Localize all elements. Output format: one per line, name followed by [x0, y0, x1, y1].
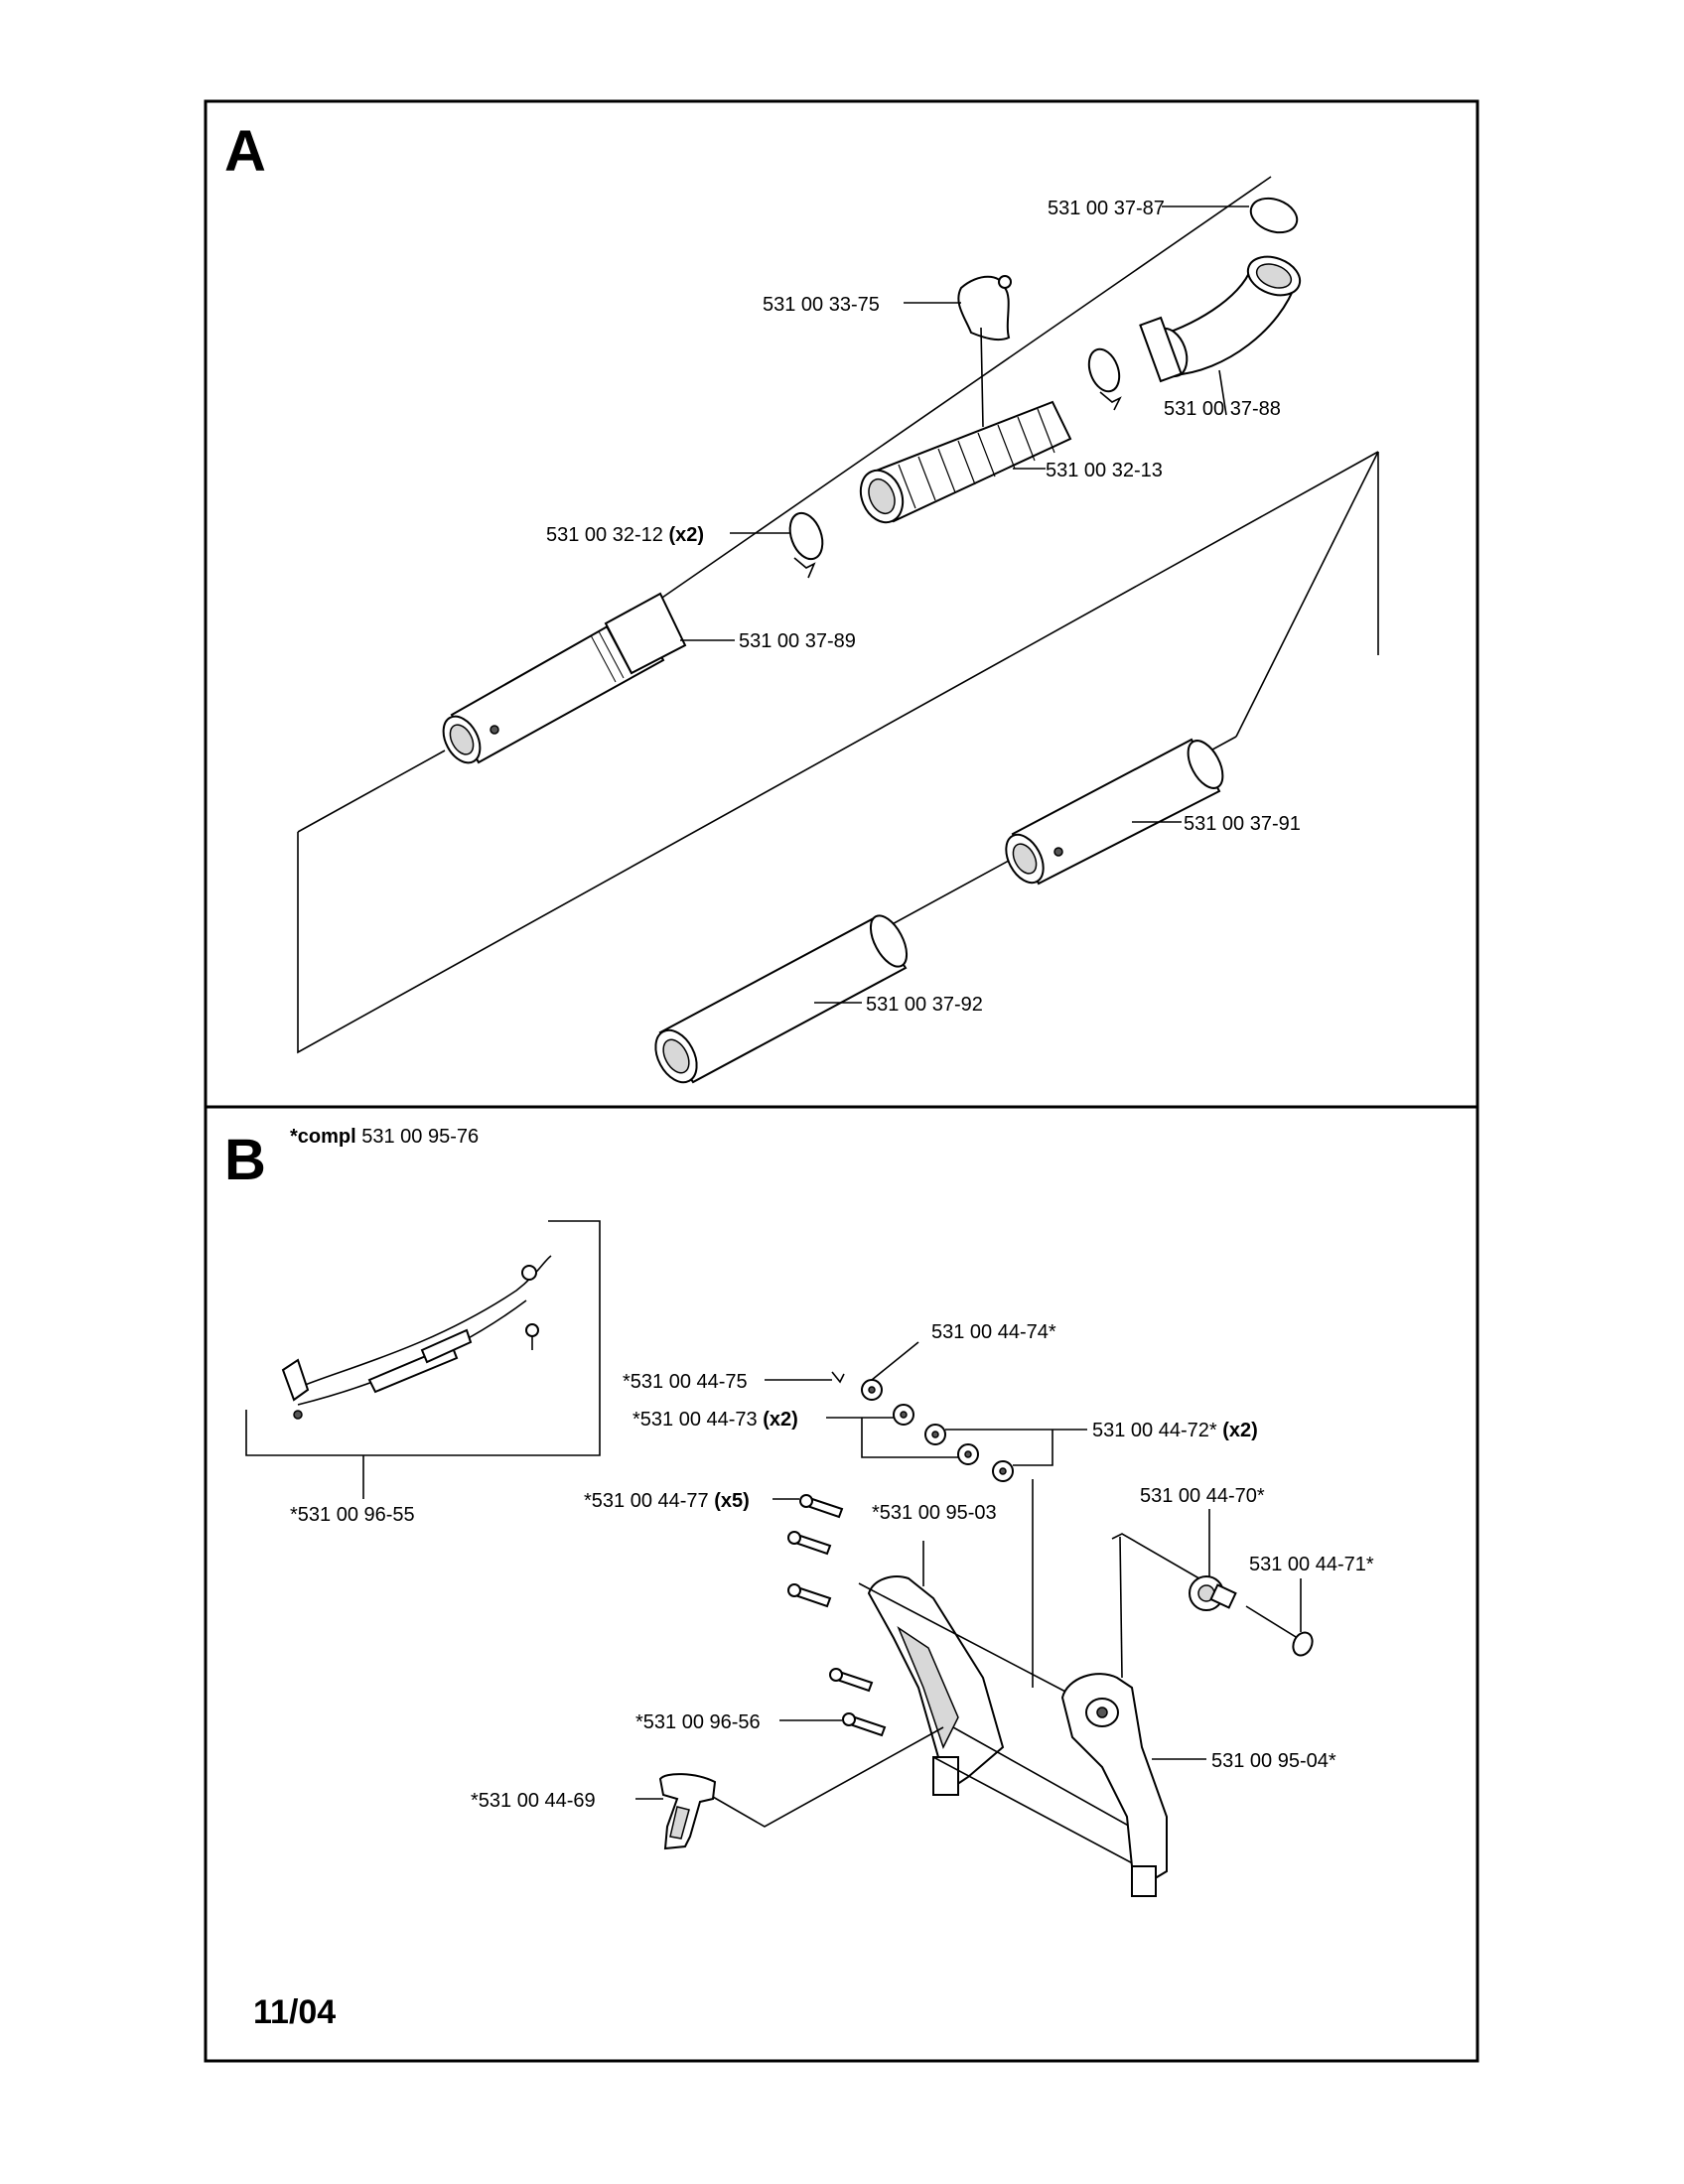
throttle-cable	[281, 1255, 552, 1420]
label-44-77: *531 00 44-77 (x5)	[584, 1490, 750, 1512]
assembly-bracket-top	[297, 750, 446, 833]
label-95-04: 531 00 95-04*	[1211, 1750, 1336, 1772]
flexible-hose	[859, 400, 1072, 524]
label-44-69: *531 00 44-69	[471, 1790, 596, 1812]
label-37-91: 531 00 37-91	[1184, 813, 1301, 835]
leader-33-75-drop	[980, 327, 984, 428]
label-32-12: 531 00 32-12 (x2)	[546, 524, 704, 546]
label-95-03: *531 00 95-03	[872, 1502, 997, 1524]
assembly-bracket	[297, 451, 1379, 1054]
leader-44-72-bracket	[1013, 1430, 1053, 1466]
o-ring	[1249, 197, 1299, 234]
label-44-72: 531 00 44-72* (x2)	[1092, 1420, 1258, 1441]
leader-37-88	[1218, 369, 1227, 416]
pipe-grip	[442, 592, 687, 764]
label-96-56: *531 00 96-56	[635, 1711, 761, 1733]
leader-44-73-bracket	[861, 1418, 958, 1458]
handle-left	[858, 1575, 1068, 1796]
trigger-link	[712, 1726, 944, 1828]
screws	[787, 1494, 887, 1737]
label-44-75: *531 00 44-75	[623, 1371, 748, 1393]
washer-stack	[831, 1371, 1014, 1482]
handle-right	[1060, 1673, 1168, 1897]
label-37-89: 531 00 37-89	[739, 630, 856, 652]
label-33-75: 531 00 33-75	[763, 294, 880, 316]
label-37-87: 531 00 37-87	[1048, 198, 1165, 219]
adjuster-pin	[1245, 1605, 1314, 1657]
assembly-bracket-link	[1235, 451, 1379, 738]
outer-frame	[204, 99, 1479, 2063]
label-37-88: 531 00 37-88	[1164, 398, 1281, 420]
cable-kit-bracket	[245, 1220, 601, 1456]
label-37-92: 531 00 37-92	[866, 994, 983, 1016]
kit-label: *compl 531 00 95-76	[290, 1126, 479, 1148]
label-96-55: *531 00 96-55	[290, 1504, 415, 1526]
throttle-trigger	[658, 1773, 717, 1850]
revision-date: 11/04	[253, 1993, 336, 2031]
rod-link-2	[952, 1726, 1158, 1843]
section-a-letter: A	[224, 119, 266, 184]
nozzle	[654, 914, 909, 1084]
pipe-middle	[1005, 738, 1224, 886]
adjuster-knob	[1189, 1575, 1237, 1611]
label-44-73: *531 00 44-73 (x2)	[632, 1409, 798, 1431]
section-b-letter: B	[224, 1128, 266, 1192]
bracket-right	[1111, 1533, 1217, 1589]
label-32-13: 531 00 32-13	[1046, 460, 1163, 481]
bracket-right-down	[1119, 1536, 1123, 1679]
hose-clamp-lower	[788, 511, 824, 579]
label-44-71: 531 00 44-71*	[1249, 1554, 1374, 1575]
label-44-74: 531 00 44-74*	[931, 1321, 1056, 1343]
rod-link	[932, 1756, 1158, 1877]
elbow-pipe	[1139, 255, 1302, 383]
label-44-70: 531 00 44-70*	[1140, 1485, 1265, 1507]
hose-clamp-upper	[1087, 347, 1122, 411]
leader-44-74	[871, 1341, 919, 1381]
decal	[957, 275, 1012, 341]
